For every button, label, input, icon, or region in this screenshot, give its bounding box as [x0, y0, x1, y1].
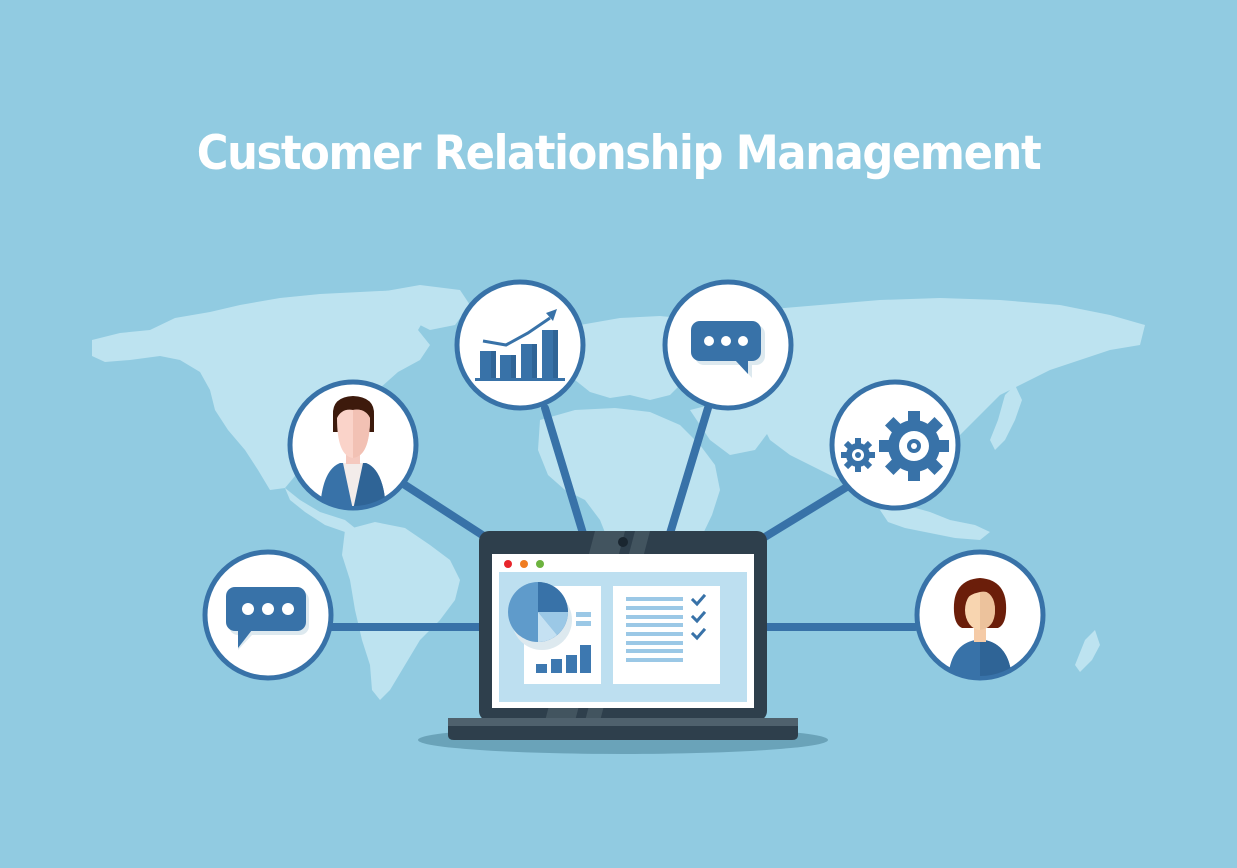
window-dot-orange [520, 560, 528, 568]
node-chat-top[interactable] [662, 279, 794, 411]
laptop-base [448, 726, 798, 740]
pie-chart [508, 582, 572, 650]
woman-avatar-icon [948, 578, 1012, 676]
man-avatar-icon [320, 396, 386, 506]
chat-bubble-icon [691, 321, 765, 378]
laptop-base-top [448, 718, 798, 726]
dashboard-bar-chart [536, 645, 591, 673]
node-customer-male[interactable] [287, 379, 419, 511]
node-settings[interactable] [829, 379, 961, 511]
page-title: Customer Relationship Management [196, 126, 1042, 181]
node-chat-left[interactable] [202, 549, 334, 681]
webcam [618, 537, 628, 547]
chat-bubble-icon [226, 587, 309, 650]
node-customer-female[interactable] [914, 549, 1046, 681]
checklist-lines [626, 597, 683, 662]
window-dot-green [536, 560, 544, 568]
window-dot-red [504, 560, 512, 568]
check-icons [690, 593, 707, 641]
node-growth-chart[interactable] [454, 279, 586, 411]
connector-lines [326, 404, 919, 631]
laptop [448, 531, 798, 740]
gears-icon [841, 411, 949, 481]
bar-chart-growth-icon [475, 309, 565, 381]
